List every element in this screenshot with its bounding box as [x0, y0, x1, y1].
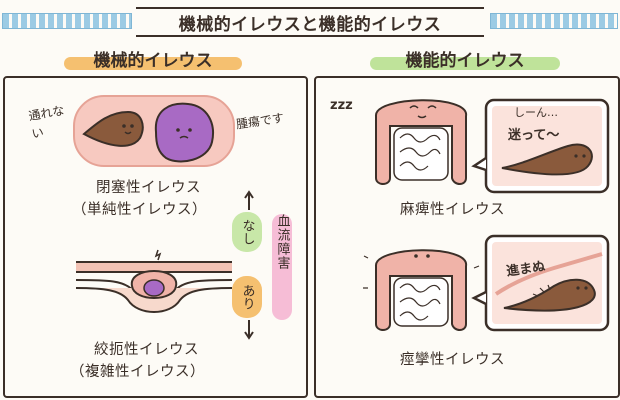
paralytic-speech-bubble — [471, 98, 610, 194]
paralytic-ileus-label: 麻痺性イレウス — [400, 202, 505, 218]
title-stripe-right — [490, 13, 618, 29]
closed-ileus-label: 閉塞性イレウス — [96, 180, 201, 196]
page-title: 機械的イレウスと機能的イレウス — [136, 7, 484, 37]
note-blocked: 通れない — [27, 103, 66, 142]
blood-flow-label: 血流障害 — [272, 214, 292, 320]
strangulated-ileus-label: 絞扼性イレウス — [94, 342, 199, 358]
spastic-colon-illustration — [363, 249, 480, 331]
speech-silent: しーん… — [514, 106, 558, 119]
blood-flow-present-badge: あり — [232, 276, 262, 318]
complex-ileus-label: （複雑性イレウス） — [70, 364, 205, 380]
closed-ileus-illustration — [73, 95, 235, 167]
title-stripe-left — [2, 13, 132, 29]
stool-icon — [82, 110, 144, 147]
paralytic-colon-illustration — [374, 99, 467, 185]
up-arrow-icon — [244, 190, 254, 210]
mechanical-heading: 機械的イレウス — [58, 44, 248, 72]
spastic-ileus-label: 痙攣性イレウス — [400, 352, 505, 368]
blood-flow-none-badge: なし — [232, 212, 262, 252]
tumor-icon — [154, 102, 214, 163]
down-arrow-icon — [244, 320, 254, 340]
simple-ileus-label: （単純性イレウス） — [72, 202, 207, 218]
speech-lost: 迷って〜 — [508, 128, 560, 143]
sleep-text: zzz — [330, 98, 353, 113]
spastic-speech-bubble — [471, 234, 610, 332]
strangulated-ileus-illustration — [75, 249, 233, 313]
functional-heading: 機能的イレウス — [360, 44, 570, 72]
